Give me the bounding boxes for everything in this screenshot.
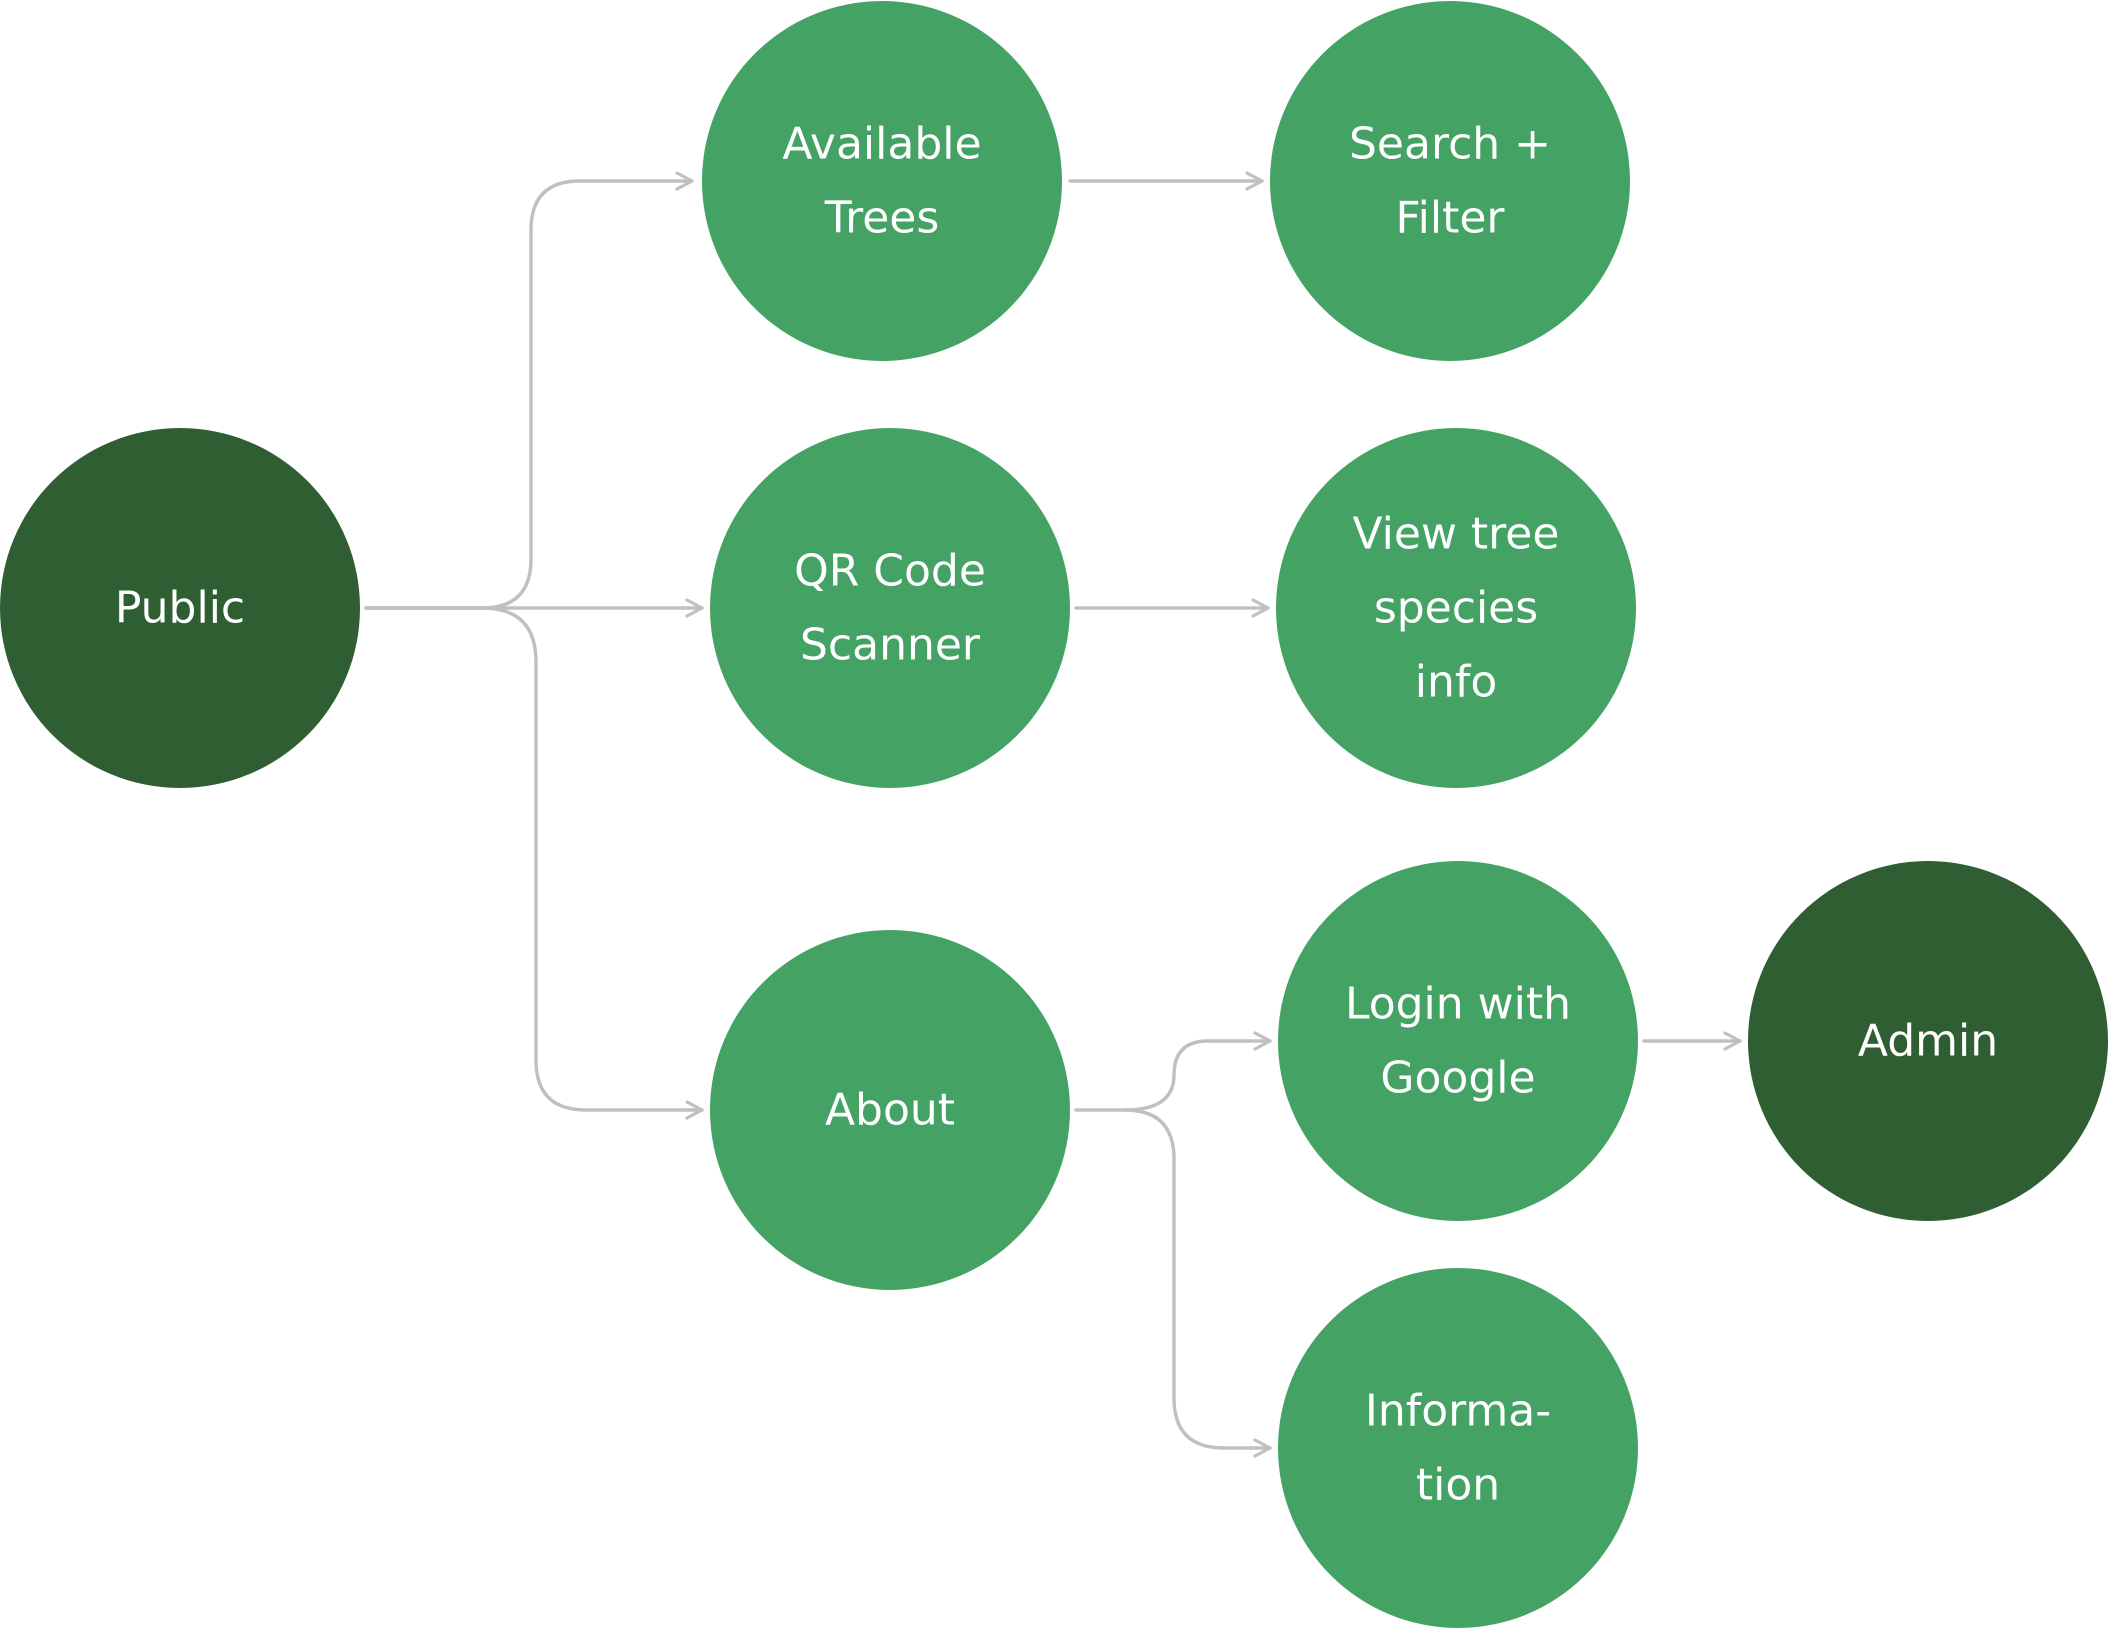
node-label-admin: Admin (1858, 1016, 1998, 1067)
node-circle-available-trees (702, 1, 1062, 361)
node-circle-qr-code-scanner (710, 428, 1070, 788)
edge-public-to-available-trees (364, 171, 694, 610)
node-circle-public (0, 428, 360, 788)
node-about: About (710, 930, 1070, 1290)
node-label-login-with-google: Login with (1345, 979, 1571, 1030)
node-public: Public (0, 428, 360, 788)
node-label-view-tree-species-info: info (1415, 657, 1498, 708)
node-label-information: Informa- (1365, 1386, 1551, 1437)
node-circle-information (1278, 1268, 1638, 1628)
edge-about-to-information (1123, 1108, 1272, 1458)
node-circle-about (710, 930, 1070, 1290)
node-label-search-filter: Filter (1396, 193, 1506, 244)
node-label-login-with-google: Google (1380, 1053, 1535, 1104)
node-label-qr-code-scanner: QR Code (794, 546, 986, 597)
node-admin: Admin (1748, 861, 2108, 1221)
node-label-qr-code-scanner: Scanner (800, 620, 981, 671)
node-search-filter: Search + Filter (1270, 1, 1630, 361)
node-label-about: About (825, 1085, 955, 1136)
node-label-available-trees: Trees (824, 193, 940, 244)
node-label-public: Public (115, 583, 245, 634)
node-circle-admin (1748, 861, 2108, 1221)
node-label-view-tree-species-info: View tree (1353, 509, 1560, 560)
node-information: Informa-tion (1278, 1268, 1638, 1628)
node-circle-search-filter (1270, 1, 1630, 361)
edge-about-to-login-with-google (1074, 1031, 1272, 1112)
node-label-available-trees: Available (782, 119, 981, 170)
node-circle-login-with-google (1278, 861, 1638, 1221)
node-label-information: tion (1416, 1460, 1500, 1511)
node-label-search-filter: Search + (1349, 119, 1551, 170)
edge-public-to-about (480, 606, 704, 1120)
connectors (364, 171, 1742, 1458)
node-circle-view-tree-species-info (1276, 428, 1636, 788)
node-view-tree-species-info: View tree species info (1276, 428, 1636, 788)
node-label-view-tree-species-info: species (1374, 583, 1538, 634)
